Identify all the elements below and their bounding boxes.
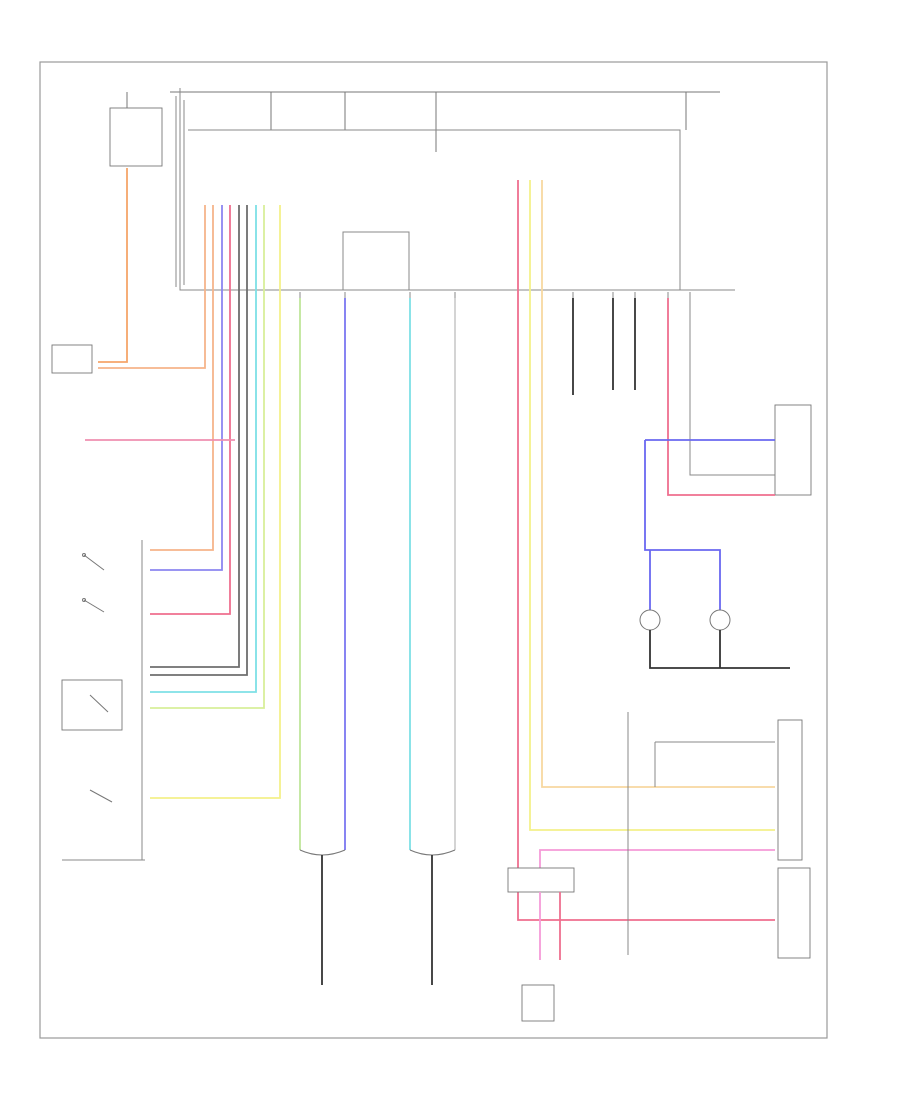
connector-pins (204, 292, 691, 300)
right-switch-block (639, 298, 812, 669)
fuse-relay-box-top-left (109, 107, 163, 167)
power-feeds (126, 91, 720, 152)
diagram-frame (39, 61, 828, 1039)
gauge-control-block (627, 712, 811, 959)
wire-orange-feed (98, 168, 128, 363)
wire-orange-to-switch (98, 205, 206, 369)
relay-outputs (539, 892, 561, 960)
control-unit-bus (175, 88, 735, 291)
sensor-box-bottom (521, 984, 555, 1022)
relay-unit-lower (507, 867, 575, 893)
lamp-feed-wires (299, 298, 456, 850)
left-switch-blocks (51, 344, 145, 861)
harness-wires (150, 205, 281, 799)
right-section-wires (517, 180, 775, 921)
headlight-loops (299, 849, 456, 856)
